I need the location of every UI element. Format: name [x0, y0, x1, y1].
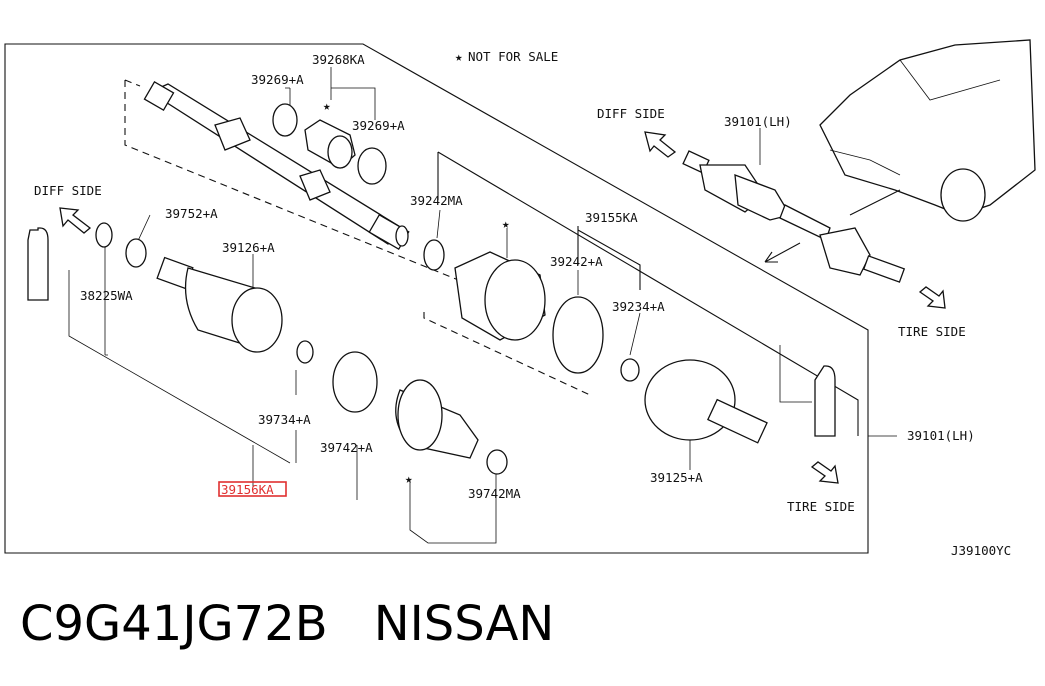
part-number: C9G41JG72B: [20, 596, 328, 652]
shaft-tube-left: [27, 227, 49, 301]
label-39156KA[interactable]: 39156KA: [221, 482, 274, 497]
label-39742A[interactable]: 39742+A: [320, 440, 373, 455]
label-39269A-mid[interactable]: 39269+A: [352, 118, 405, 133]
label-diff-side-right: DIFF SIDE: [597, 106, 665, 121]
star-mark-kit-icon: ★: [502, 216, 510, 231]
clamp-39269-top: [272, 103, 298, 137]
ring-39234: [620, 358, 640, 382]
label-39742MA[interactable]: 39742MA: [468, 486, 521, 501]
snap-ring-left: [95, 222, 113, 248]
star-mark-icon: ★: [323, 98, 331, 113]
circlip-39752: [125, 238, 147, 268]
clamp-39242: [552, 296, 604, 374]
label-39268KA[interactable]: 39268KA: [312, 52, 365, 67]
label-39242MA[interactable]: 39242MA: [410, 193, 463, 208]
legend-text: NOT FOR SALE: [468, 49, 558, 64]
arrow-diff-side-right-icon: [644, 131, 677, 158]
label-tire-side-bottom: TIRE SIDE: [787, 499, 855, 514]
vehicle-outline: [819, 39, 1036, 222]
label-tire-side-right: TIRE SIDE: [898, 324, 966, 339]
label-39101LH-right[interactable]: 39101(LH): [907, 428, 975, 443]
complete-axle: [682, 150, 906, 283]
diagram-frame: [4, 43, 869, 554]
shaft-dash-box: [124, 79, 591, 396]
label-39269A-top[interactable]: 39269+A: [251, 72, 304, 87]
label-39155KA[interactable]: 39155KA: [585, 210, 638, 225]
brand-name: NISSAN: [373, 596, 555, 652]
leader-lines: [68, 67, 897, 544]
inner-joint-39126: [156, 256, 283, 353]
star-mark-lower-icon: ★: [405, 471, 413, 486]
legend-star-icon: ★: [455, 49, 463, 64]
diagram-code: J39100YC: [951, 543, 1011, 558]
highlight-box-39156KA: [218, 481, 287, 497]
label-39101LH-top[interactable]: 39101(LH): [724, 114, 792, 129]
arrow-tire-side-bottom-icon: [810, 461, 839, 484]
shaft-tube-right: [814, 365, 836, 437]
label-39734A[interactable]: 39734+A: [258, 412, 311, 427]
clamp-39269-mid: [357, 147, 387, 185]
outer-joint-39125: [644, 359, 768, 444]
exploded-parts-diagram: ★ NOT FOR SALE ★ ★ ★: [4, 39, 1036, 558]
arrow-tire-side-right-icon: [918, 286, 946, 309]
arrow-axle-icon: [764, 242, 801, 263]
label-39125A[interactable]: 39125+A: [650, 470, 703, 485]
caption: C9G41JG72B NISSAN: [20, 596, 554, 652]
boot-upper: [454, 251, 546, 341]
clamp-39742: [332, 351, 378, 413]
small-boot: [304, 119, 356, 169]
label-39126A[interactable]: 39126+A: [222, 240, 275, 255]
intermediate-shaft: [143, 80, 410, 251]
kit-frame-inner: [577, 226, 641, 290]
label-39234A[interactable]: 39234+A: [612, 299, 665, 314]
label-39752A[interactable]: 39752+A: [165, 206, 218, 221]
arrow-diff-side-left-icon: [59, 207, 92, 234]
ring-39242MA: [423, 239, 445, 271]
label-38225WA[interactable]: 38225WA: [80, 288, 133, 303]
clamp-39742MA: [486, 449, 508, 475]
snap-ring-39734: [296, 340, 314, 364]
label-diff-side-left: DIFF SIDE: [34, 183, 102, 198]
boot-lower: [395, 379, 479, 459]
label-39242A[interactable]: 39242+A: [550, 254, 603, 269]
